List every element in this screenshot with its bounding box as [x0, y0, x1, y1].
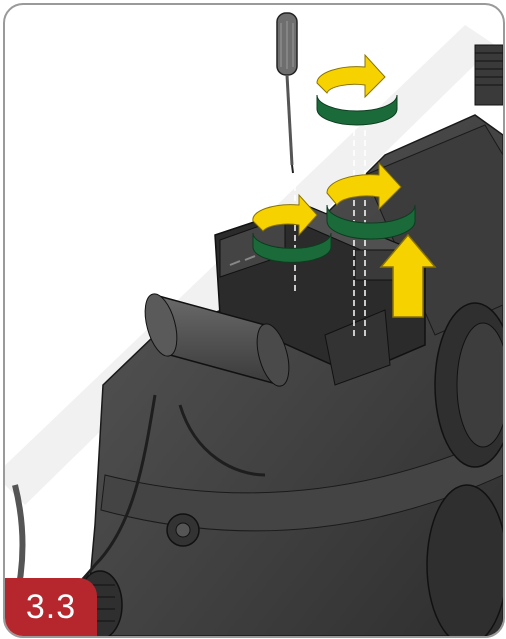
illustration [5, 12, 503, 636]
figure-frame: 3.3 [3, 3, 505, 638]
lift-arrow-icon [379, 233, 437, 318]
outlet-port [426, 302, 503, 636]
capacitor [144, 293, 290, 387]
rotate-arrow-icon [252, 53, 416, 263]
step-badge: 3.3 [5, 578, 97, 636]
step-number: 3.3 [25, 587, 77, 626]
screwdriver-icon [276, 12, 298, 174]
side-bolt [166, 513, 200, 547]
top-coupling [474, 44, 503, 106]
